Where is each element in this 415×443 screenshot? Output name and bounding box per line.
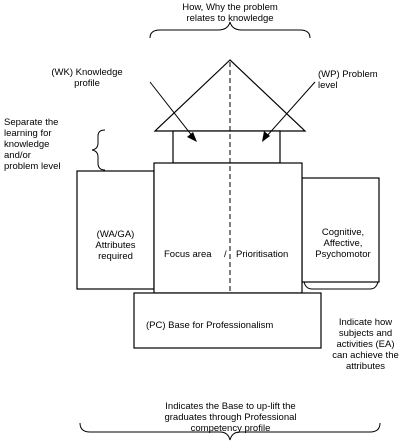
prioritisation-label: Prioritisation [236, 249, 289, 260]
cognitive-label: Cognitive, Affective, Psychomotor [315, 227, 371, 260]
cognitive-bracket [303, 281, 379, 290]
focus-area-label: Focus area [164, 249, 212, 260]
attributes-label: (WA/GA) Attributes required [95, 229, 136, 262]
wk-arrow [149, 81, 194, 138]
wp-arrow [265, 81, 316, 138]
base-box [133, 292, 322, 349]
top-label: How, Why the problem relates to knowledg… [182, 2, 278, 24]
indicates-base-label: Indicates the Base to up-lift the gradua… [164, 401, 297, 434]
base-label: (PC) Base for Professionalism [146, 320, 274, 331]
separate-brace [91, 129, 106, 171]
wp-arrowhead [262, 131, 270, 142]
attributes-box [76, 170, 155, 290]
separate-label: Separate the learning for knowledge and/… [4, 117, 61, 172]
wk-label: (WK) Knowledge profile [51, 67, 123, 89]
wk-arrowhead [187, 132, 197, 142]
wp-label: (WP) Problem level [318, 69, 378, 91]
slash-label: / [224, 249, 227, 260]
bottom-brace [79, 422, 381, 441]
focus-area-box [153, 162, 303, 294]
domains-box [301, 177, 380, 283]
indicate-how-label: Indicate how subjects and activities (EA… [332, 317, 399, 372]
top-brace [149, 21, 311, 39]
